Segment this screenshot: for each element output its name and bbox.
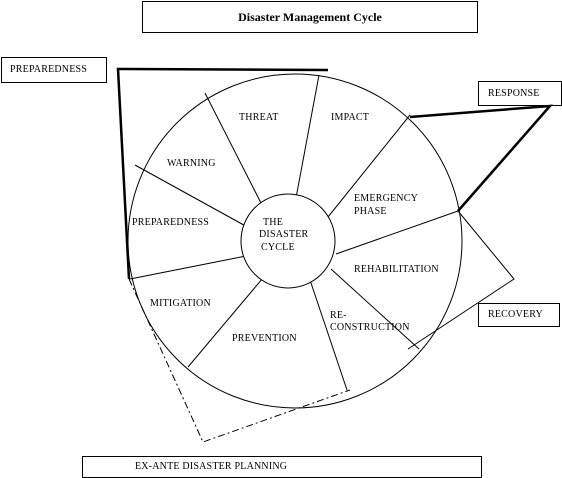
segment-reconstruction-line2: CONSTRUCTION — [330, 322, 410, 333]
center-label-line2: DISASTER — [259, 229, 309, 240]
divider-warning-threat — [204, 92, 263, 206]
divider-threat-impact — [295, 74, 320, 199]
preparedness-callout: PREPAREDNESS — [1, 57, 107, 83]
preparedness-bracket — [116, 67, 329, 280]
divider-impact-emergency — [323, 114, 411, 223]
divider-rehabilitation-reconstruction — [330, 268, 420, 350]
segment-preparedness: PREPAREDNESS — [132, 217, 209, 228]
center-hub — [240, 193, 336, 289]
segment-emergency-line2: PHASE — [354, 206, 387, 217]
segment-impact: IMPACT — [331, 112, 369, 123]
recovery-callout: RECOVERY — [478, 303, 560, 327]
segment-reconstruction-line1: RE- — [330, 310, 347, 321]
recovery-bracket — [407, 210, 515, 350]
divider-mitigation-preparedness — [129, 255, 247, 280]
segment-dividers — [129, 74, 459, 391]
segment-emergency-line1: EMERGENCY — [354, 193, 418, 204]
center-label-line3: CYCLE — [261, 242, 295, 253]
segment-mitigation: MITIGATION — [150, 298, 211, 309]
diagram-title: Disaster Management Cycle — [142, 1, 478, 33]
center-label-line1: THE — [263, 217, 283, 228]
segment-warning: WARNING — [167, 158, 216, 169]
segment-threat: THREAT — [239, 112, 279, 123]
segment-rehabilitation: REHABILITATION — [354, 264, 439, 275]
segment-prevention: PREVENTION — [232, 333, 297, 344]
divider-prevention-mitigation — [187, 271, 269, 368]
divider-preparedness-warning — [134, 164, 252, 230]
divider-reconstruction-prevention — [309, 279, 348, 391]
response-bracket — [409, 104, 553, 212]
response-callout: RESPONSE — [478, 81, 562, 106]
divider-emergency-rehabilitation — [335, 210, 459, 255]
